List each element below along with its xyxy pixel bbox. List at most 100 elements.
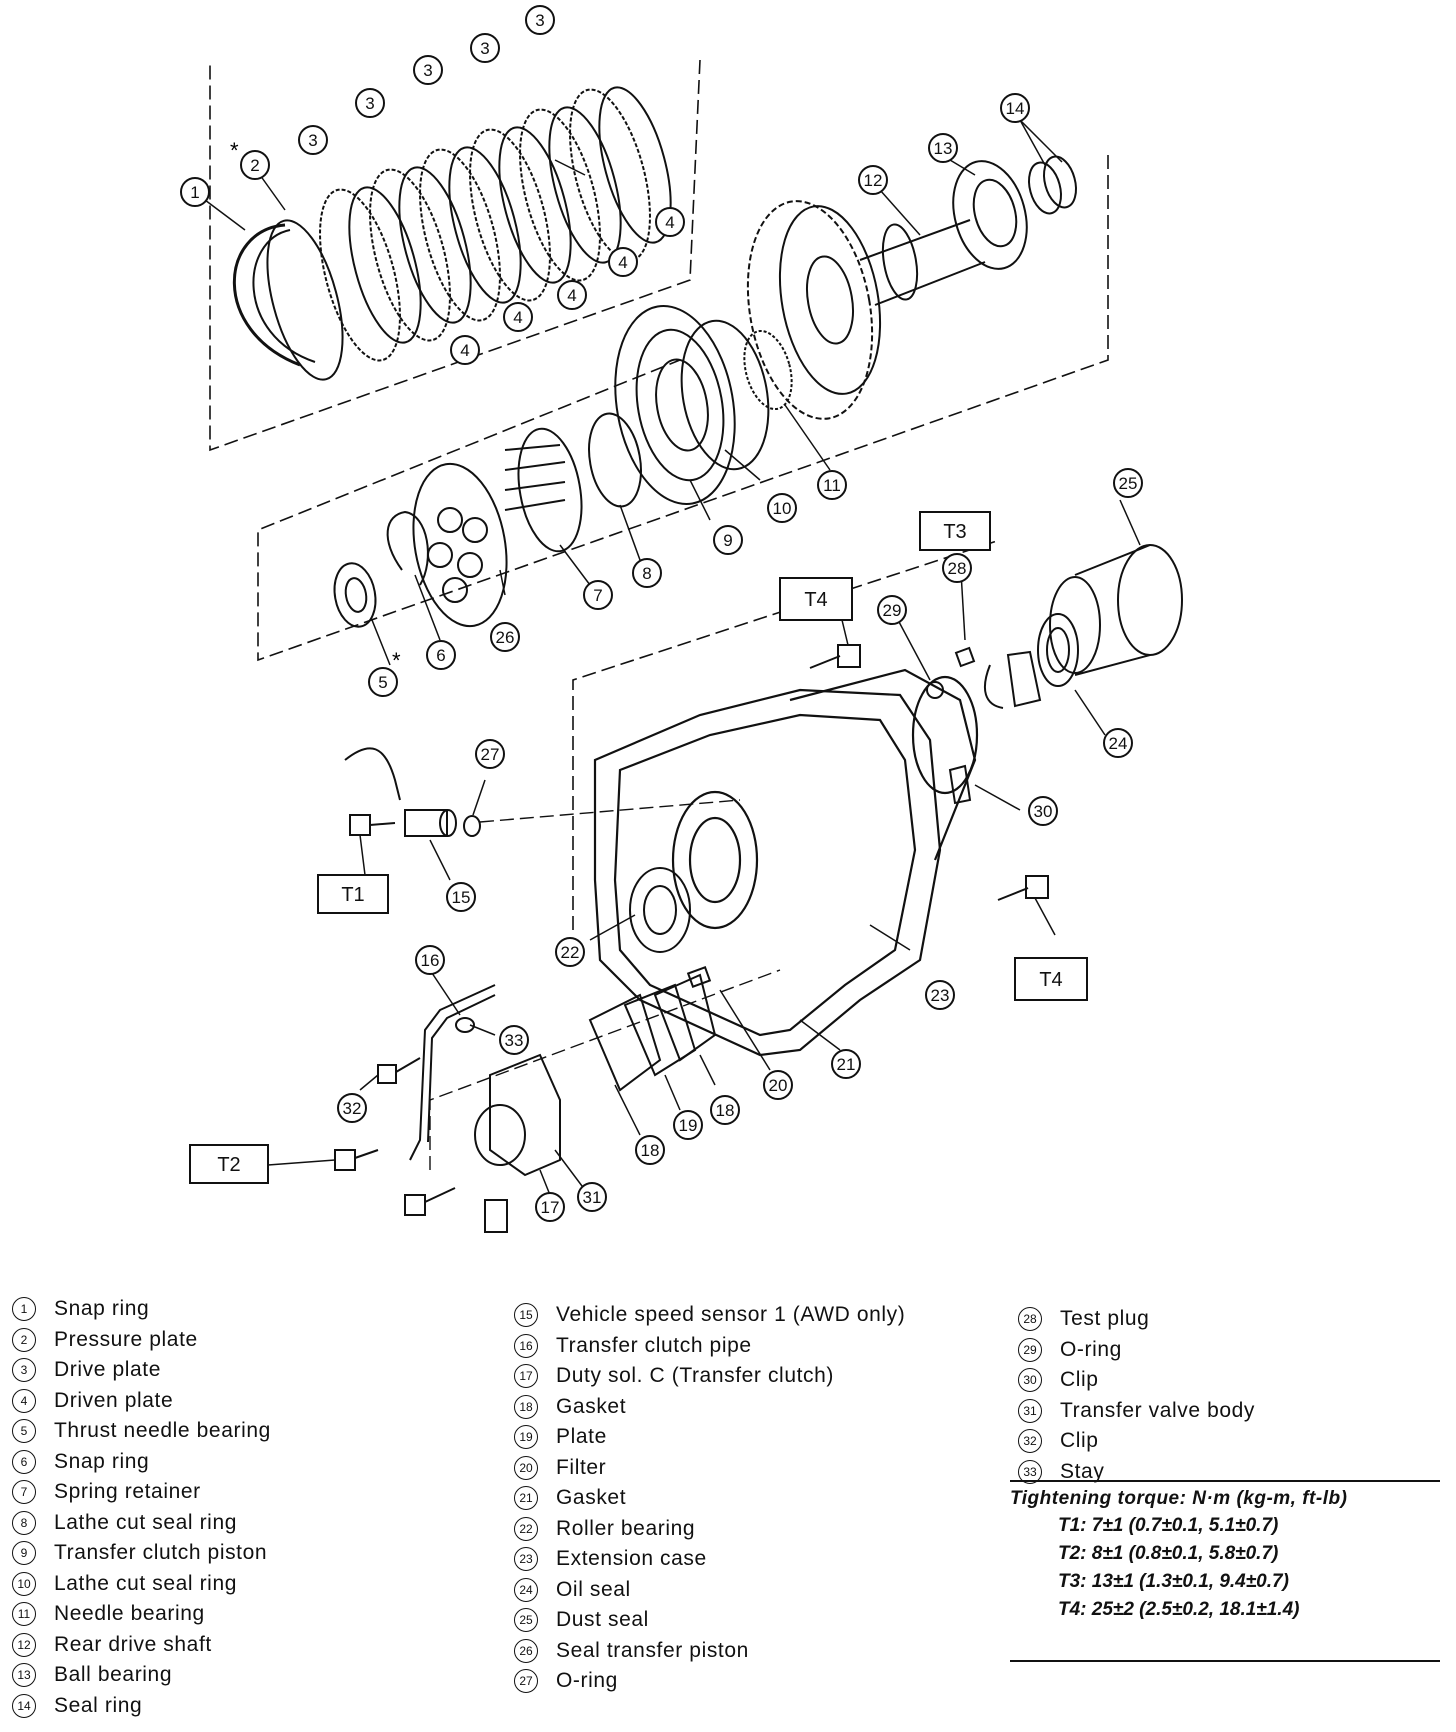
driven-plates	[348, 86, 672, 344]
legend-label-13: Ball bearing	[54, 1663, 173, 1686]
legend-number-21: 21	[514, 1486, 538, 1510]
stay	[455, 1017, 475, 1033]
extension-sleeve	[983, 650, 1042, 709]
legend-item-6: 6 Snap ring	[12, 1447, 482, 1478]
legend-number-20: 20	[514, 1455, 538, 1480]
callout-8: 8	[632, 558, 662, 588]
bolt-valve-lower	[404, 1187, 456, 1216]
callout-15: 15	[446, 882, 476, 912]
legend-number-9: 9	[12, 1541, 36, 1565]
svg-text:T4: T4	[1039, 969, 1062, 991]
callout-5: 5	[368, 667, 398, 697]
legend-number-24: 24	[514, 1577, 538, 1602]
asterisk-2: *	[230, 138, 239, 163]
dust-seal	[1049, 544, 1183, 676]
svg-text:4: 4	[460, 341, 469, 360]
spring-retainer	[504, 427, 583, 553]
legend-number-22: 22	[514, 1516, 538, 1541]
svg-text:3: 3	[308, 131, 317, 150]
svg-text:8: 8	[642, 564, 651, 583]
svg-text:21: 21	[837, 1055, 856, 1074]
svg-text:31: 31	[583, 1188, 602, 1207]
svg-text:4: 4	[618, 253, 627, 272]
legend-label-10: Lathe cut seal ring	[54, 1571, 238, 1595]
legend-number-31: 31	[1018, 1398, 1042, 1423]
legend-number-13: 13	[12, 1663, 36, 1687]
legend-number-8: 8	[12, 1510, 36, 1535]
callout-9: 9	[713, 525, 743, 555]
legend-number-12: 12	[12, 1632, 36, 1657]
svg-text:25: 25	[1119, 474, 1138, 493]
svg-text:30: 30	[1034, 802, 1053, 821]
torque-box-t1: T1	[317, 874, 389, 914]
callout-4: 4	[450, 335, 480, 365]
svg-text:28: 28	[948, 559, 967, 578]
gasket-18	[588, 993, 662, 1092]
callout-18: 18	[710, 1095, 740, 1125]
svg-text:23: 23	[931, 986, 950, 1005]
svg-text:20: 20	[769, 1076, 788, 1095]
svg-text:16: 16	[421, 951, 440, 970]
roller-bearing	[629, 867, 691, 953]
callout-23: 23	[925, 980, 955, 1010]
bolt-t1	[349, 814, 396, 836]
legend-label-8: Lathe cut seal ring	[54, 1510, 238, 1534]
svg-text:5: 5	[378, 673, 387, 692]
callout-29: 29	[877, 595, 907, 625]
legend-label-24: Oil seal	[556, 1577, 631, 1601]
legend-label-31: Transfer valve body	[1060, 1398, 1256, 1422]
svg-text:14: 14	[1006, 99, 1025, 118]
svg-text:19: 19	[679, 1116, 698, 1135]
legend-label-4: Driven plate	[54, 1388, 174, 1412]
svg-text:13: 13	[934, 139, 953, 158]
callout-7: 7	[583, 580, 613, 610]
seal-transfer-piston	[412, 462, 508, 628]
torque-bottom-rule	[1010, 1660, 1440, 1662]
legend-number-27: 27	[514, 1669, 538, 1693]
callout-2: 2	[240, 150, 270, 180]
callout-3: 3	[413, 55, 443, 85]
exploded-parts-diagram: 1233333444441213141110987266529282524302…	[180, 5, 1183, 1233]
legend-label-11: Needle bearing	[54, 1602, 205, 1625]
callout-28: 28	[942, 553, 972, 583]
legend-number-32: 32	[1018, 1429, 1042, 1453]
torque-title: Tightening torque: N·m (kg-m, ft-lb)	[1010, 1488, 1348, 1509]
svg-text:9: 9	[723, 531, 732, 550]
callout-11: 11	[817, 470, 847, 500]
vehicle-speed-sensor	[344, 747, 457, 837]
o-ring-27	[463, 815, 481, 837]
legend-label-26: Seal transfer piston	[556, 1638, 749, 1662]
ball-bearing	[952, 160, 1028, 270]
legend-number-25: 25	[514, 1608, 538, 1632]
svg-text:T2: T2	[217, 1154, 240, 1176]
callout-14: 14	[1000, 93, 1030, 123]
svg-text:3: 3	[365, 94, 374, 113]
legend-item-24: 24 Oil seal	[514, 1575, 954, 1606]
legend-number-1: 1	[12, 1297, 36, 1321]
callout-3: 3	[298, 125, 328, 155]
legend-number-6: 6	[12, 1449, 36, 1474]
callout-1: 1	[180, 177, 210, 207]
svg-text:24: 24	[1109, 734, 1128, 753]
legend-label-6: Snap ring	[54, 1449, 150, 1473]
callout-27: 27	[475, 739, 505, 769]
clutch-pack-outline	[209, 59, 701, 452]
torque-top-rule	[1010, 1480, 1440, 1482]
legend-label-12: Rear drive shaft	[54, 1632, 212, 1656]
legend-number-30: 30	[1018, 1368, 1042, 1392]
transfer-valve-body	[474, 1053, 561, 1233]
o-ring-29	[926, 681, 944, 699]
rear-drive-shaft	[746, 200, 986, 420]
svg-text:4: 4	[567, 286, 576, 305]
callout-25: 25	[1113, 468, 1143, 498]
